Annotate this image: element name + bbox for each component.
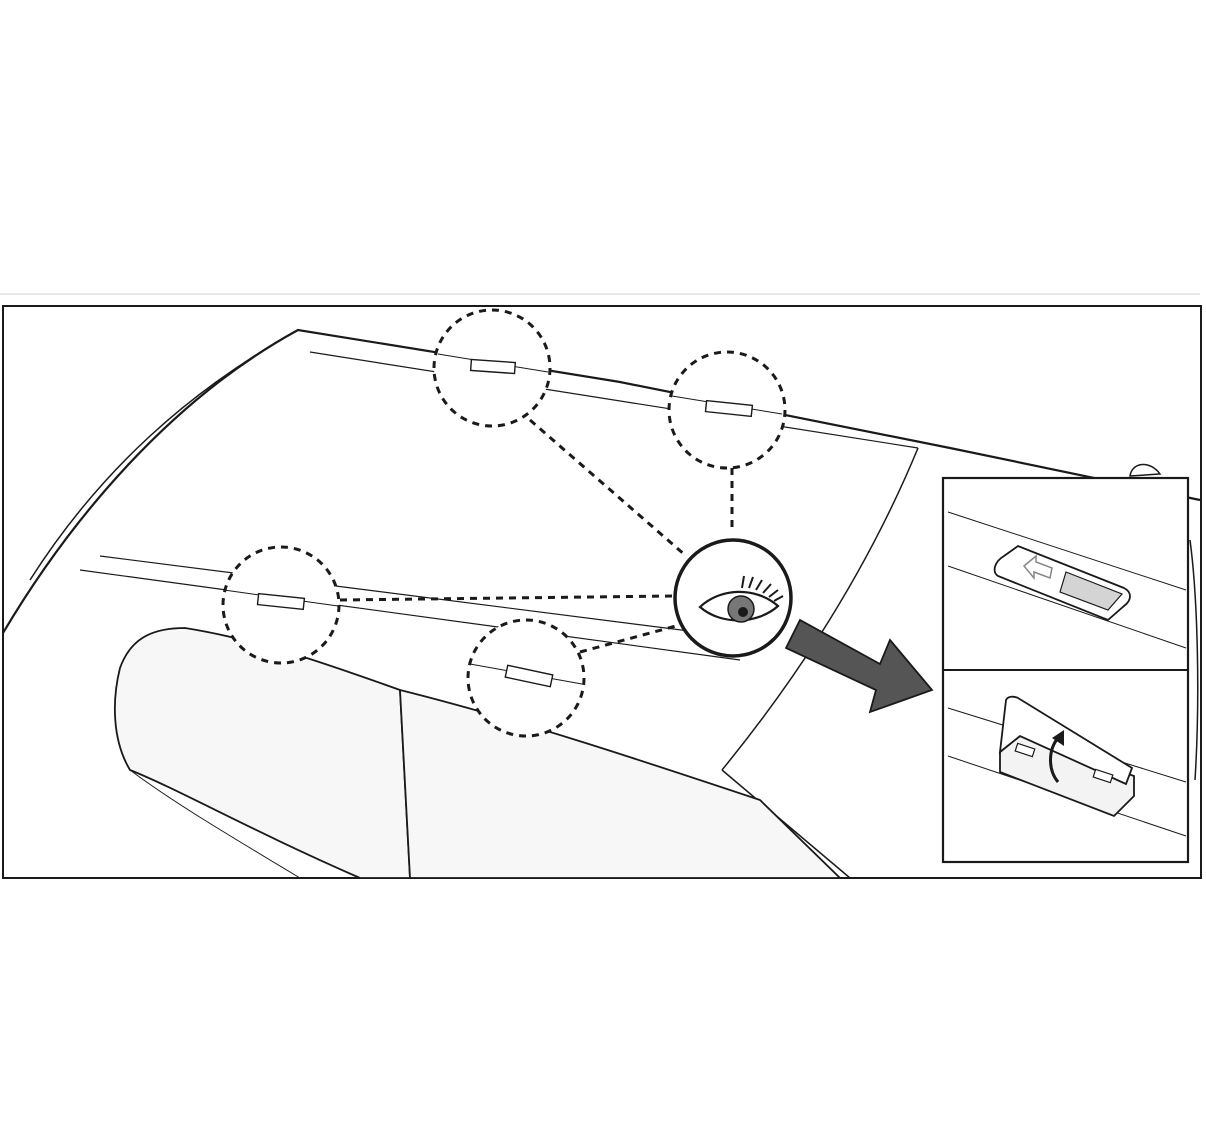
side-window-front: [114, 627, 411, 879]
connector-center: [579, 624, 677, 654]
car-roof: [2, 328, 1201, 879]
eyelashes: [741, 575, 784, 602]
tray-clip-left: [1014, 742, 1036, 758]
rear-roof-fin: [1129, 463, 1162, 477]
rear-window-edge: [721, 447, 919, 771]
callout-roof-cover-top-center: [432, 308, 552, 428]
rear-pillar: [1189, 539, 1199, 781]
curved-up-arrow-icon: [1049, 737, 1060, 783]
inset-box: [941, 476, 1190, 864]
callout-roof-cover-center: [466, 618, 586, 738]
tray-clip-right: [1092, 768, 1114, 784]
direction-arrow: [784, 618, 934, 714]
inset-panel-lift-cover: [947, 695, 1187, 837]
connector-top-center: [529, 418, 686, 557]
callout-roof-cover-left: [221, 545, 341, 665]
roof-rail-line-3: [79, 569, 741, 661]
roof-front-edge: [29, 329, 299, 581]
cover-slot-icon: [256, 592, 306, 611]
window-lower-edge: [721, 769, 851, 879]
inset-panel-slide-cover: [947, 511, 1187, 649]
roof-rail-line-2: [99, 555, 761, 641]
window-reflection: [129, 769, 301, 879]
callout-roof-cover-top-right: [667, 350, 787, 470]
eye-callout: [673, 538, 793, 658]
roof-rail-line-1: [309, 351, 919, 449]
cover-slide-panel: [1059, 571, 1124, 611]
cover-lid: [998, 695, 1134, 786]
cover-slot-icon: [504, 664, 554, 688]
left-arrow-icon: [1022, 554, 1053, 581]
cover-slot-icon: [469, 358, 517, 375]
curved-up-arrow-head: [1052, 730, 1064, 746]
connector-left: [339, 594, 673, 602]
callout-connectors: [339, 418, 734, 654]
side-window-rear: [399, 688, 843, 879]
cover-slot-icon: [704, 399, 754, 418]
eye-pupil: [738, 607, 748, 617]
